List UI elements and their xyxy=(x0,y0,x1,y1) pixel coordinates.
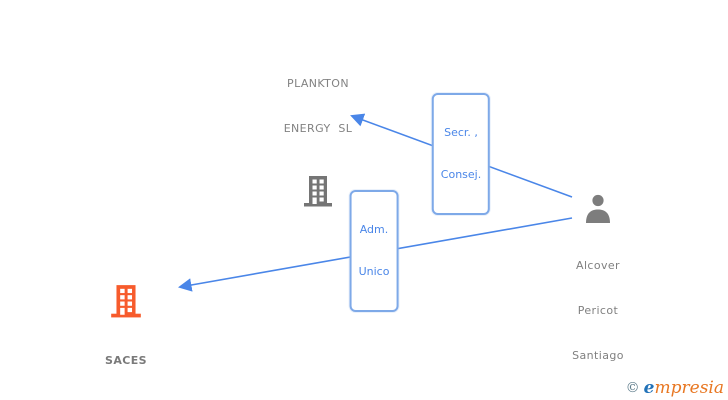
person-icon[interactable] xyxy=(582,193,614,225)
building-icon[interactable] xyxy=(108,283,144,319)
company-name-line: PLANKTON xyxy=(287,77,349,90)
building-icon[interactable] xyxy=(301,174,335,208)
node-plankton-energy-sl[interactable]: PLANKTON ENERGY SL xyxy=(238,46,398,208)
node-saces-consulting-sl[interactable]: SACES CONSULTING SL xyxy=(46,283,206,400)
company-name-label: PLANKTON ENERGY SL xyxy=(238,46,398,166)
company-name-line: SACES xyxy=(105,354,147,367)
edge-label-adm-unico: Adm. Unico xyxy=(349,190,399,312)
person-name-line: Santiago xyxy=(572,349,624,362)
brand-text: mpresia xyxy=(654,378,725,398)
company-name-label: SACES CONSULTING SL xyxy=(46,323,206,400)
node-alcover-pericot-santiago[interactable]: Alcover Pericot Santiago xyxy=(538,193,658,393)
person-name-line: Alcover xyxy=(576,259,620,272)
company-name-line: ENERGY SL xyxy=(283,122,353,135)
edge-label-line: Consej. xyxy=(440,168,482,181)
person-name-label: Alcover Pericot Santiago xyxy=(538,228,658,393)
edge-label-secr-consej: Secr. , Consej. xyxy=(431,93,491,215)
edge-label-line: Adm. xyxy=(359,223,389,236)
brand-initial: e xyxy=(643,378,655,398)
person-name-line: Pericot xyxy=(577,304,619,317)
copyright-icon: © xyxy=(625,380,640,396)
empresia-logo[interactable]: ©empresia xyxy=(626,378,724,398)
edge-label-line: Unico xyxy=(358,265,390,278)
edge-label-line: Secr. , xyxy=(444,126,478,139)
